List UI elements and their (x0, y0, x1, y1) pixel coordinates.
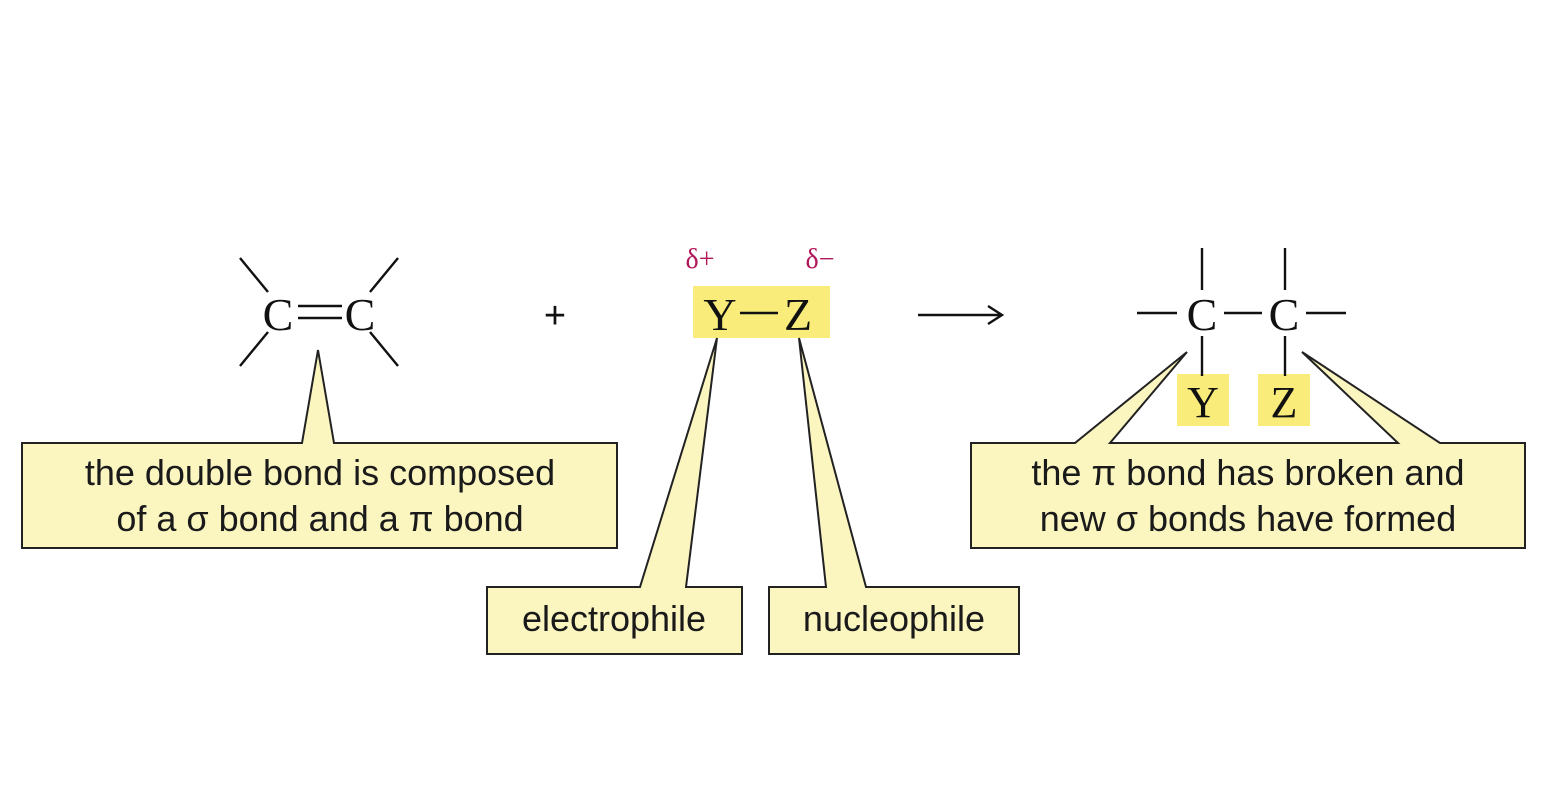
callout-double-bond-line2: of a σ bond and a π bond (116, 498, 523, 539)
reaction-arrow (918, 304, 1005, 326)
alkene-bond-lower-left (239, 331, 269, 367)
alkene-carbon-right: C (345, 289, 376, 340)
alkene-carbon-left: C (263, 289, 294, 340)
callout-nucleophile: nucleophile (768, 337, 1020, 655)
product-carbon-right: C (1269, 289, 1300, 340)
callout-pi-broken-line1: the π bond has broken and (1031, 452, 1464, 493)
callout-electrophile-label: electrophile (522, 598, 706, 639)
alkene-molecule: C C (239, 257, 399, 367)
alkene-bond-upper-left (239, 257, 269, 293)
product-substituent-y: Y (1187, 378, 1219, 427)
product-z-highlight (1258, 374, 1310, 426)
plus-sign: + (544, 295, 566, 337)
reaction-arrow-head (987, 304, 1005, 326)
partial-negative-label: δ− (806, 244, 835, 275)
product-substituent-z: Z (1271, 378, 1298, 427)
partial-positive-label: δ+ (686, 244, 715, 275)
callout-double-bond-line1: the double bond is composed (85, 452, 555, 493)
product-y-highlight (1177, 374, 1229, 426)
callout-double-bond-box (21, 349, 618, 549)
reagent-atom-z: Z (784, 289, 812, 340)
callout-electrophile: electrophile (486, 337, 743, 655)
reagent-yz: δ+ δ− Y Z (686, 244, 835, 340)
callout-pi-broken-box (970, 351, 1526, 549)
product-molecule: C C Y Z (1137, 248, 1346, 427)
callout-nucleophile-box (768, 337, 1020, 655)
reagent-atom-y: Y (703, 289, 736, 340)
callout-double-bond: the double bond is composed of a σ bond … (21, 349, 618, 549)
product-carbon-left: C (1187, 289, 1218, 340)
callout-electrophile-box (486, 337, 743, 655)
callout-pi-broken: the π bond has broken and new σ bonds ha… (970, 351, 1526, 549)
alkene-bond-lower-right (369, 331, 399, 367)
alkene-bond-upper-right (369, 257, 399, 293)
callout-nucleophile-label: nucleophile (803, 598, 985, 639)
callout-pi-broken-line2: new σ bonds have formed (1040, 498, 1456, 539)
